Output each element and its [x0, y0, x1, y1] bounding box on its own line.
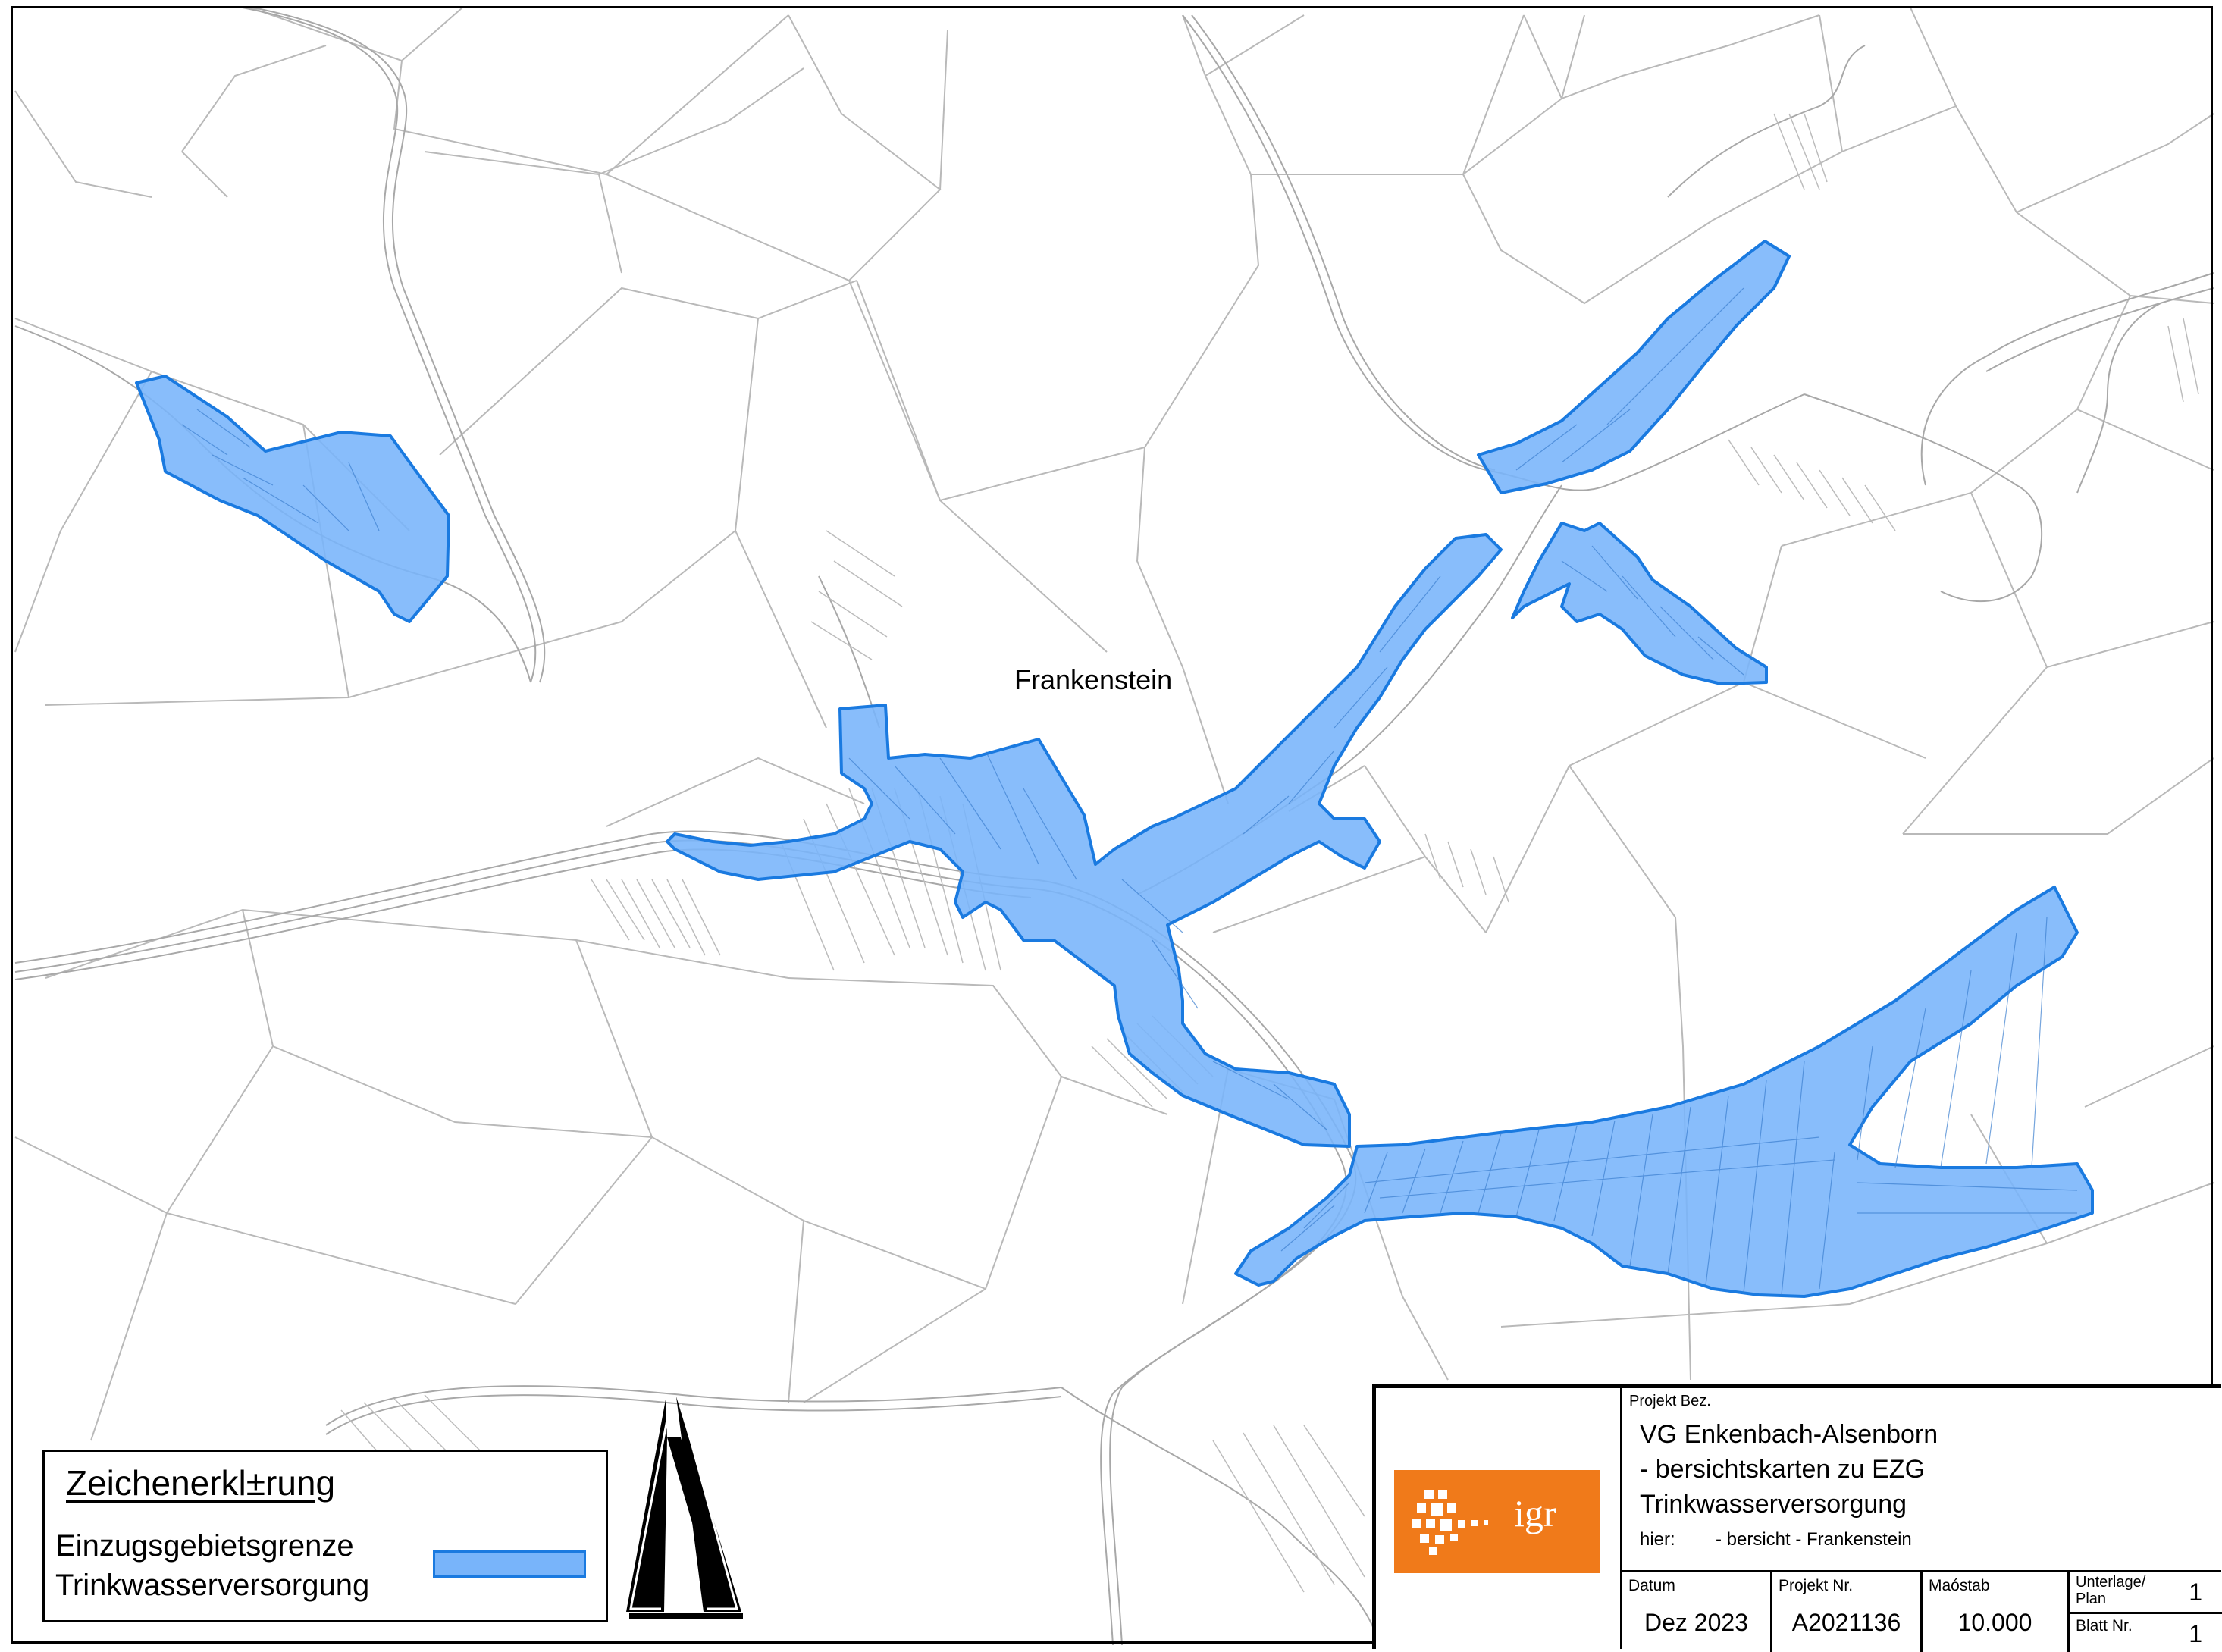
- massstab-cell: Maóstab 10.000: [1923, 1572, 2070, 1652]
- catchment-area-center: [666, 533, 1503, 1148]
- logo-text: igr: [1514, 1492, 1556, 1534]
- title-block-info-row: Datum Dez 2023 Projekt Nr. A2021136 Maós…: [1622, 1570, 2222, 1652]
- company-logo: igr: [1394, 1470, 1600, 1573]
- legend-entry-label: Einzugsgebietsgrenze Trinkwasserversorgu…: [55, 1526, 369, 1605]
- unterlage-cell: Unterlage/ Plan 1 Blatt Nr. 1: [2070, 1572, 2222, 1652]
- legend-entry-line1: Einzugsgebietsgrenze: [55, 1529, 354, 1563]
- legend-title: Zeichenerkl±rung: [66, 1463, 336, 1503]
- logo-pixel-icon: [1412, 1490, 1488, 1555]
- hier-label: hier:: [1640, 1529, 1675, 1550]
- road-network: [14, 7, 2214, 1646]
- project-line2: - bersichtskarten zu EZG: [1640, 1455, 1926, 1484]
- legend-box: Zeichenerkl±rung Einzugsgebietsgrenze Tr…: [42, 1450, 608, 1622]
- legend-swatch-catchment: [433, 1550, 586, 1578]
- unterlage-label: Unterlage/ Plan: [2076, 1574, 2146, 1607]
- catchment-area-southeast: [1234, 886, 2094, 1298]
- blatt-subcell: Blatt Nr. 1: [2070, 1614, 2222, 1652]
- blatt-value: 1: [2189, 1620, 2202, 1647]
- datum-cell: Datum Dez 2023: [1622, 1572, 1772, 1652]
- projekt-nr-cell: Projekt Nr. A2021136: [1772, 1572, 1923, 1652]
- project-line3: Trinkwasserversorgung: [1640, 1490, 1907, 1519]
- projekt-nr-value: A2021136: [1791, 1609, 1901, 1636]
- north-arrow-icon: [626, 1397, 743, 1619]
- catchment-area-northeast: [1477, 240, 1791, 494]
- unterlage-subcell: Unterlage/ Plan 1: [2070, 1572, 2222, 1614]
- project-label: Projekt Bez.: [1629, 1393, 1711, 1409]
- datum-value: Dez 2023: [1644, 1609, 1748, 1636]
- legend-entry-line2: Trinkwasserversorgung: [55, 1569, 370, 1602]
- catchment-area-northwest: [135, 375, 450, 623]
- title-block: igr Projekt Bez. VG Enkenbach-Alsenborn …: [1372, 1384, 2222, 1652]
- parcel-hatching: [340, 113, 2199, 1593]
- logo-cell: igr: [1376, 1388, 1622, 1649]
- project-line1: VG Enkenbach-Alsenborn: [1640, 1420, 1938, 1449]
- projekt-nr-label: Projekt Nr.: [1779, 1577, 1854, 1594]
- unterlage-value: 1: [2189, 1578, 2202, 1606]
- datum-label: Datum: [1628, 1577, 1675, 1594]
- massstab-label: Maóstab: [1929, 1577, 1990, 1594]
- catchment-parcel-detail: [181, 287, 2078, 1296]
- catchment-area-east: [1511, 522, 1768, 685]
- blatt-label: Blatt Nr.: [2076, 1617, 2133, 1635]
- massstab-value: 10.000: [1957, 1609, 2032, 1636]
- place-label-frankenstein: Frankenstein: [1014, 664, 1173, 695]
- catchment-areas: [135, 240, 2094, 1298]
- hier-value: - bersicht - Frankenstein: [1716, 1529, 1912, 1550]
